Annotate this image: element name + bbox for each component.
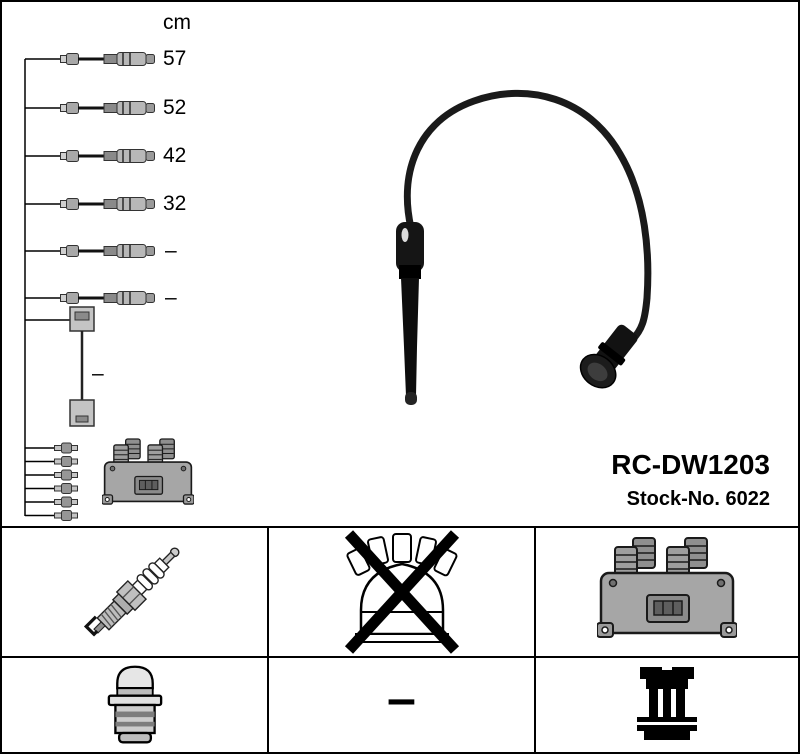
coil-wire-length-value: – bbox=[92, 362, 104, 385]
coil-terminal-icon bbox=[637, 665, 697, 740]
stock-number: Stock-No. 6022 bbox=[626, 488, 770, 510]
pictogram-cell-plug-connector bbox=[2, 658, 269, 752]
ignition-coil-icon bbox=[596, 537, 737, 639]
spark-plug-icon bbox=[83, 547, 180, 637]
top-section: cm 57 52 42 32 – – – RC-DW1203 Stock-No.… bbox=[2, 2, 798, 528]
distributor-cap-crossed-out-icon bbox=[344, 530, 459, 654]
cable-length-value: – bbox=[165, 286, 177, 309]
unit-header: cm bbox=[163, 11, 191, 34]
pictogram-cell-dash: – bbox=[269, 658, 536, 752]
cable-length-value: 52 bbox=[163, 96, 187, 119]
cable-icon-4 bbox=[60, 196, 155, 212]
connector-stack bbox=[54, 442, 78, 521]
cable-length-diagram-and-photo bbox=[24, 51, 652, 521]
cable-length-value: 32 bbox=[163, 192, 187, 215]
photo-wire bbox=[403, 89, 652, 344]
cable-icon-1 bbox=[60, 51, 155, 67]
cable-row-icons bbox=[60, 51, 155, 306]
pictogram-cell-coil-terminal bbox=[536, 658, 798, 752]
photo-angled-boot bbox=[579, 324, 638, 389]
part-number: RC-DW1203 bbox=[611, 449, 770, 480]
diagram-ignition-coil-icon bbox=[102, 438, 194, 505]
cable-icon-3 bbox=[60, 148, 155, 164]
photo-straight-boot bbox=[396, 222, 424, 405]
cross-out-x bbox=[344, 530, 459, 654]
cable-length-value: 57 bbox=[163, 47, 187, 70]
cable-length-value: 42 bbox=[163, 144, 187, 167]
cable-icon-5 bbox=[60, 243, 155, 259]
part-info: RC-DW1203 Stock-No. 6022 bbox=[611, 449, 770, 511]
product-photo bbox=[396, 89, 652, 405]
bracket-lines bbox=[24, 58, 70, 517]
coil-wire-icon bbox=[69, 306, 95, 427]
cable-icon-2 bbox=[60, 100, 155, 116]
pictogram-grid: – bbox=[2, 528, 798, 752]
cable-length-value: – bbox=[165, 239, 177, 262]
pictogram-cell-distributor-cap bbox=[269, 528, 536, 658]
pictogram-cell-spark-plug bbox=[2, 528, 269, 658]
cable-icon-6 bbox=[60, 290, 155, 306]
plug-connector-icon bbox=[107, 665, 162, 744]
pictogram-cell-ignition-coil bbox=[536, 528, 798, 658]
dash-label: – bbox=[387, 670, 416, 728]
